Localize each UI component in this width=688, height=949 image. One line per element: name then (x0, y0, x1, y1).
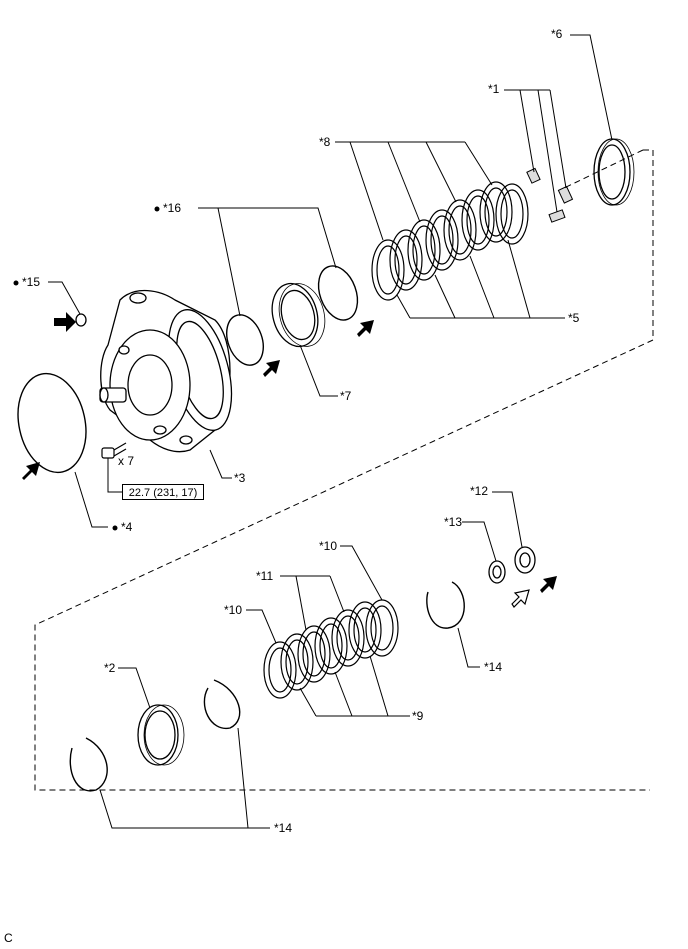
label-14-lower: *14 (274, 821, 292, 835)
label-15: *15 (22, 275, 40, 289)
label-1: *1 (488, 82, 500, 96)
label-11: *11 (256, 569, 273, 583)
label-4: *4 (121, 520, 133, 534)
label-8: *8 (319, 135, 331, 149)
label-7: *7 (340, 389, 352, 403)
label-3: *3 (234, 471, 246, 485)
part-3-pump-assembly (99, 289, 233, 453)
label-9: *9 (412, 709, 424, 723)
assembly-boundary-dashed (34, 149, 654, 791)
part-7-piston (271, 282, 326, 348)
part-14-snap-ring-lower (69, 737, 108, 792)
part-14-snap-ring-upper (426, 581, 465, 629)
corner-code: C (4, 931, 13, 945)
label-2: *2 (104, 661, 116, 675)
part-1-clips (526, 167, 574, 223)
label-10-lower: *10 (224, 603, 242, 617)
label-16: *16 (163, 201, 181, 215)
bolt-quantity: x 7 (118, 454, 134, 468)
label-6: *6 (551, 27, 563, 41)
part-12-13-washers (488, 546, 536, 584)
bullet-dots (13, 206, 160, 531)
label-10-upper: *10 (319, 539, 337, 553)
open-arrow-marker (511, 589, 530, 608)
part-16-orings (226, 265, 359, 366)
label-12: *12 (470, 484, 488, 498)
label-5: *5 (568, 311, 580, 325)
arrow-markers (22, 312, 557, 593)
part-15-small-oring (75, 313, 87, 327)
torque-spec-box: 22.7 (231, 17) (122, 484, 204, 500)
part-6-plate (593, 138, 635, 206)
part-14-snap-ring-mid (203, 679, 241, 729)
part-8-5-clutch-pack (371, 181, 529, 301)
part-4-large-oring (17, 372, 87, 474)
part-2-ring (137, 704, 185, 766)
label-13: *13 (444, 515, 462, 529)
label-14-upper: *14 (484, 660, 502, 674)
